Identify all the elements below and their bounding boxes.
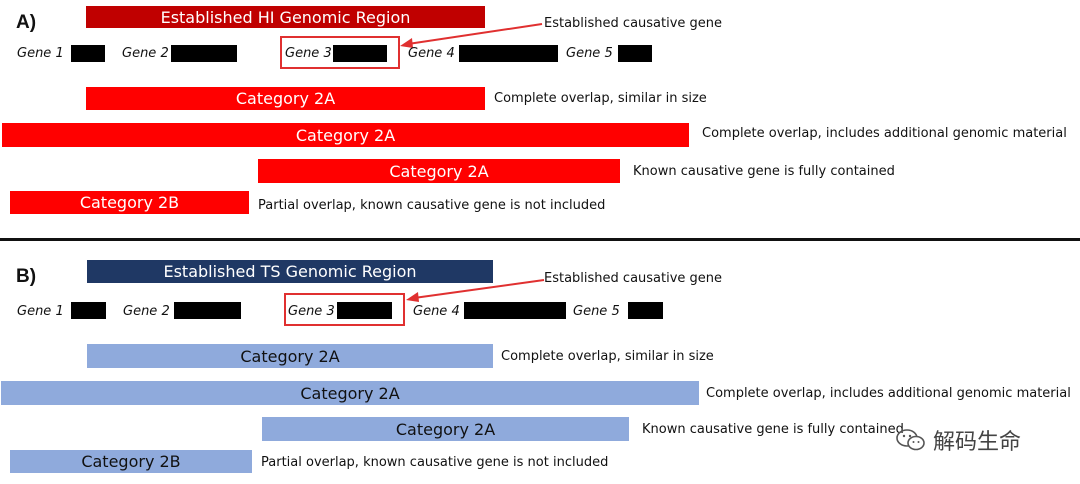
panel-b-gene-5-label: Gene 5 [573, 304, 620, 319]
panel-b-gene-3-block [337, 302, 392, 319]
panel-a-gene-4-label: Gene 4 [408, 46, 455, 61]
panel-a-category-desc-4: Partial overlap, known causative gene is… [258, 198, 606, 213]
panel-a-category-desc-2: Complete overlap, includes additional ge… [702, 126, 1067, 141]
panel-a-category-desc-1: Complete overlap, similar in size [494, 91, 707, 106]
panel-a-causative-gene-annotation: Established causative gene [544, 16, 723, 31]
panel-a-gene-1-label: Gene 1 [17, 46, 64, 61]
panel-b-annotation-arrow [406, 279, 545, 302]
panel-a-category-desc-3: Known causative gene is fully contained [633, 164, 895, 179]
panel-b-category-desc-1: Complete overlap, similar in size [501, 349, 714, 364]
panel-a-gene-3-highlight-box [280, 36, 400, 69]
panel-a-gene-4-block [459, 45, 558, 62]
panel-b-gene-4-label: Gene 4 [413, 304, 460, 319]
panel-b-gene-3-highlight-box [284, 293, 405, 326]
panel-a-gene-5-block [618, 45, 652, 62]
watermark-text: 解码生命 [933, 430, 1022, 455]
panel-a-annotation-arrow [400, 23, 543, 48]
ts-genomic-region-bar: Established TS Genomic Region [87, 260, 493, 283]
wechat-icon [896, 429, 925, 451]
panel-a-gene-3-block [333, 45, 387, 62]
panel-a-category-bar-4: Category 2B [10, 191, 249, 214]
panel-b-category-bar-3: Category 2A [262, 417, 629, 441]
panel-a-gene-1-block [71, 45, 105, 62]
panel-a-category-bar-3: Category 2A [258, 159, 620, 183]
panel-b-category-desc-4: Partial overlap, known causative gene is… [261, 455, 609, 470]
panel-a-gene-3-label: Gene 3 [285, 46, 332, 61]
panel-a-gene-2-block [171, 45, 237, 62]
panel-b-gene-5-block [628, 302, 663, 319]
panel-a-label: A) [16, 12, 37, 33]
panel-b-gene-1-block [71, 302, 106, 319]
panel-b-gene-2-label: Gene 2 [123, 304, 170, 319]
panel-divider [0, 238, 1080, 241]
panel-b-gene-1-label: Gene 1 [17, 304, 64, 319]
panel-b-gene-2-block [174, 302, 241, 319]
panel-a-gene-2-label: Gene 2 [122, 46, 169, 61]
panel-b-label: B) [16, 266, 37, 287]
panel-b-category-bar-2: Category 2A [1, 381, 699, 405]
panel-b-causative-gene-annotation: Established causative gene [544, 271, 723, 286]
panel-b-gene-3-label: Gene 3 [288, 304, 335, 319]
watermark: 解码生命 [895, 424, 1021, 456]
panel-b-category-bar-1: Category 2A [87, 344, 493, 368]
panel-b-gene-4-block [464, 302, 566, 319]
panel-b-category-desc-2: Complete overlap, includes additional ge… [706, 386, 1071, 401]
hi-genomic-region-bar: Established HI Genomic Region [86, 6, 485, 28]
panel-b-category-desc-3: Known causative gene is fully contained [642, 422, 904, 437]
panel-a-category-bar-1: Category 2A [86, 87, 485, 110]
panel-b-category-bar-4: Category 2B [10, 450, 252, 473]
panel-a-gene-5-label: Gene 5 [566, 46, 613, 61]
panel-a-category-bar-2: Category 2A [2, 123, 689, 147]
